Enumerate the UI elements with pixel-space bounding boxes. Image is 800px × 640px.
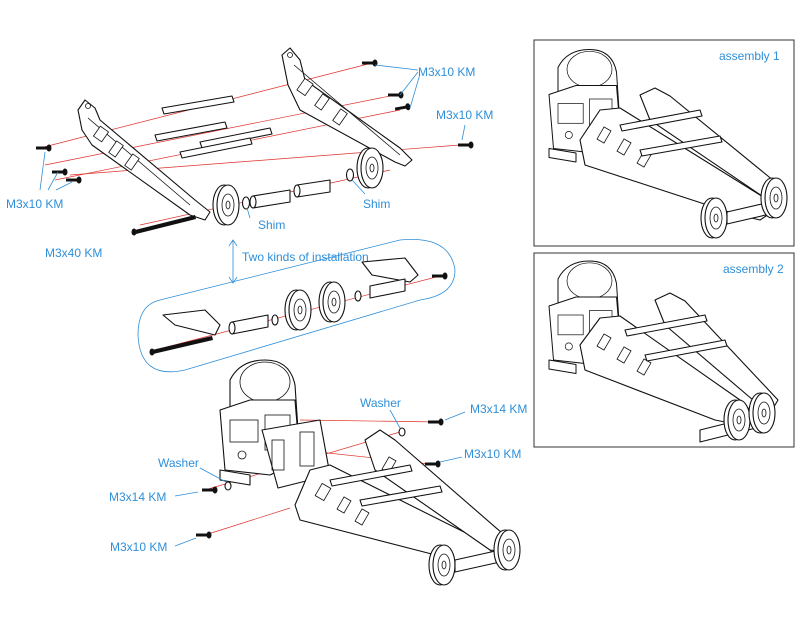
label-m3x10-bottom-left: M3x10 KM	[110, 540, 167, 554]
top-exploded-view: M3x10 KM M3x10 KM M3x10 KM M3x40 KM Shim…	[6, 47, 493, 260]
label-m3x10-lower-right: M3x10 KM	[464, 447, 521, 461]
right-side-plate	[281, 47, 413, 167]
label-m3x14-left: M3x14 KM	[109, 490, 166, 504]
label-shim-b: Shim	[363, 197, 390, 211]
wheel-stack	[212, 147, 384, 226]
bottom-exploded-view: Washer M3x14 KM M3x10 KM Washer M3x14 KM…	[109, 359, 527, 586]
label-shim-a: Shim	[258, 218, 285, 232]
assembly-2-title: assembly 2	[723, 262, 784, 276]
label-m3x10-top-right: M3x10 KM	[418, 65, 475, 79]
assembly-1-panel: assembly 1	[533, 39, 795, 247]
label-washer-right: Washer	[360, 396, 401, 410]
standoff-rods	[154, 95, 273, 159]
left-side-plate	[77, 99, 211, 221]
label-m3x14-right: M3x14 KM	[470, 402, 527, 416]
label-m3x10-left: M3x10 KM	[6, 197, 63, 211]
label-m3x10-right: M3x10 KM	[436, 108, 493, 122]
label-m3x40: M3x40 KM	[45, 246, 102, 260]
installation-callout: Two kinds of installation	[137, 238, 456, 373]
assembly-2-panel: assembly 2	[533, 252, 795, 448]
assembly-1-title: assembly 1	[719, 49, 780, 63]
label-washer-left: Washer	[158, 456, 199, 470]
label-two-kinds: Two kinds of installation	[242, 250, 369, 264]
